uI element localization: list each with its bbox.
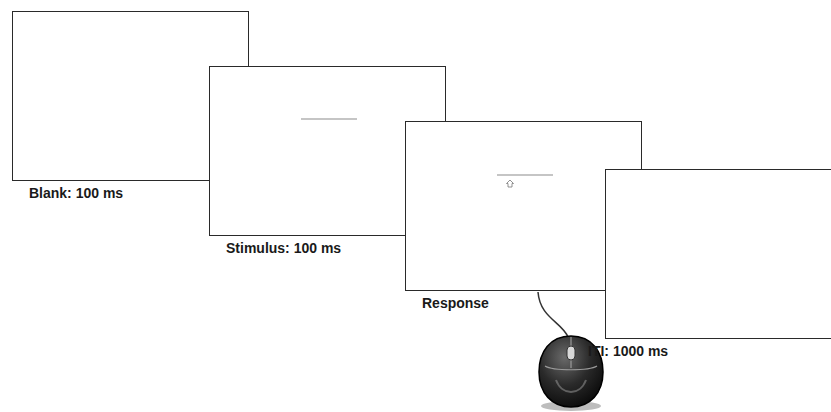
- line-stimulus: [301, 118, 357, 119]
- line-stimulus: [497, 174, 553, 175]
- mouse-cable: [538, 292, 568, 337]
- cursor-marker: [507, 180, 514, 187]
- screen-caption: ITI: 1000 ms: [588, 343, 826, 359]
- screen-frame: ITI: 1000 ms: [605, 169, 831, 339]
- scroll-wheel: [567, 346, 575, 360]
- mouse-highlight: [556, 380, 586, 392]
